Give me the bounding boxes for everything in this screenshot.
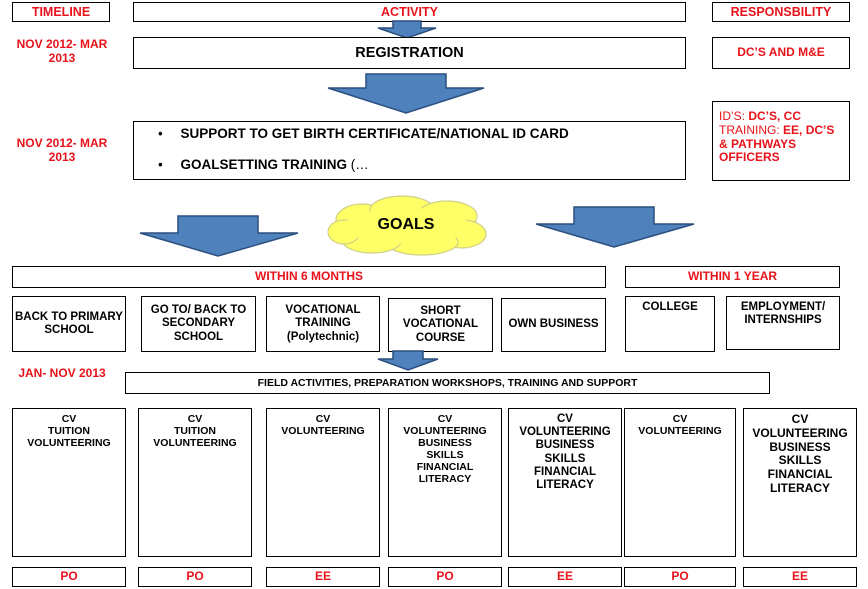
bullet-dot-icon: •: [158, 126, 163, 141]
within-6-months: WITHIN 6 MONTHS: [12, 266, 606, 288]
goal-box-secondary: GO TO/ BACK TO SECONDARY SCHOOL: [141, 296, 256, 352]
field-timeline: JAN- NOV 2013: [18, 366, 106, 380]
responsible-2: PO: [138, 567, 252, 587]
goal-box-primary: BACK TO PRIMARY SCHOOL: [12, 296, 126, 352]
within-1-year: WITHIN 1 YEAR: [625, 266, 840, 288]
activity-box-7: CV VOLUNTEERING BUSINESS SKILLS FINANCIA…: [743, 408, 857, 557]
activity-box-5: CV VOLUNTEERING BUSINESS SKILLS FINANCIA…: [508, 408, 622, 557]
activity-box-3: CV VOLUNTEERING: [266, 408, 380, 557]
timeline-header: TIMELINE: [12, 2, 110, 22]
down-arrow-3: [377, 350, 439, 371]
ids-value: DC’S, CC: [748, 109, 802, 123]
activity-box-4: CV VOLUNTEERING BUSINESS SKILLS FINANCIA…: [388, 408, 502, 557]
activity-box-6: CV VOLUNTEERING: [624, 408, 736, 557]
down-arrow-right: [535, 206, 695, 248]
responsible-1: PO: [12, 567, 126, 587]
goal-box-employment: EMPLOYMENT/ INTERNSHIPS: [726, 296, 840, 350]
responsible-4: PO: [388, 567, 502, 587]
responsible-7: EE: [743, 567, 857, 587]
down-arrow-1: [377, 20, 437, 39]
support-responsible: ID’S: DC’S, CC TRAINING: EE, DC’S & PATH…: [712, 101, 850, 181]
support-bullet-1-text: SUPPORT TO GET BIRTH CERTIFICATE/NATIONA…: [180, 126, 569, 141]
goal-box-short-course: SHORT VOCATIONAL COURSE: [388, 298, 493, 352]
support-timeline: NOV 2012- MAR 2013: [16, 136, 108, 165]
goal-box-vocational: VOCATIONAL TRAINING (Polytechnic): [266, 296, 380, 352]
training-prefix: TRAINING:: [719, 122, 784, 137]
goals-label: GOALS: [377, 216, 435, 233]
down-arrow-left: [139, 215, 299, 257]
support-box: [133, 121, 686, 180]
registration-responsible: DC’S AND M&E: [712, 37, 850, 69]
support-bullet-2-rest: (…: [347, 157, 369, 172]
bullet-dot-icon: •: [158, 157, 163, 172]
activity-box-2: CV TUITION VOLUNTEERING: [138, 408, 252, 557]
support-bullet-1: • SUPPORT TO GET BIRTH CERTIFICATE/NATIO…: [158, 126, 569, 141]
responsible-3: EE: [266, 567, 380, 587]
activity-header: ACTIVITY: [133, 2, 686, 22]
support-bullet-2: • GOALSETTING TRAINING (…: [158, 157, 369, 172]
responsible-5: EE: [508, 567, 622, 587]
goal-box-own-business: OWN BUSINESS: [501, 298, 606, 352]
goals-cloud-icon: [327, 195, 487, 256]
responsibility-header: RESPONSBILITY: [712, 2, 850, 22]
training-value: EE, DC’S & PATHWAYS OFFICERS: [719, 122, 835, 165]
goal-box-college: COLLEGE: [625, 296, 715, 352]
registration-timeline: NOV 2012- MAR 2013: [16, 37, 108, 66]
down-arrow-2: [327, 73, 485, 114]
support-bullet-2-text: GOALSETTING TRAINING: [180, 157, 348, 172]
responsible-6: PO: [624, 567, 736, 587]
ids-prefix: ID’S:: [719, 109, 749, 123]
field-activities-box: FIELD ACTIVITIES, PREPARATION WORKSHOPS,…: [125, 372, 770, 394]
activity-box-1: CV TUITION VOLUNTEERING: [12, 408, 126, 557]
registration-box: REGISTRATION: [133, 37, 686, 69]
